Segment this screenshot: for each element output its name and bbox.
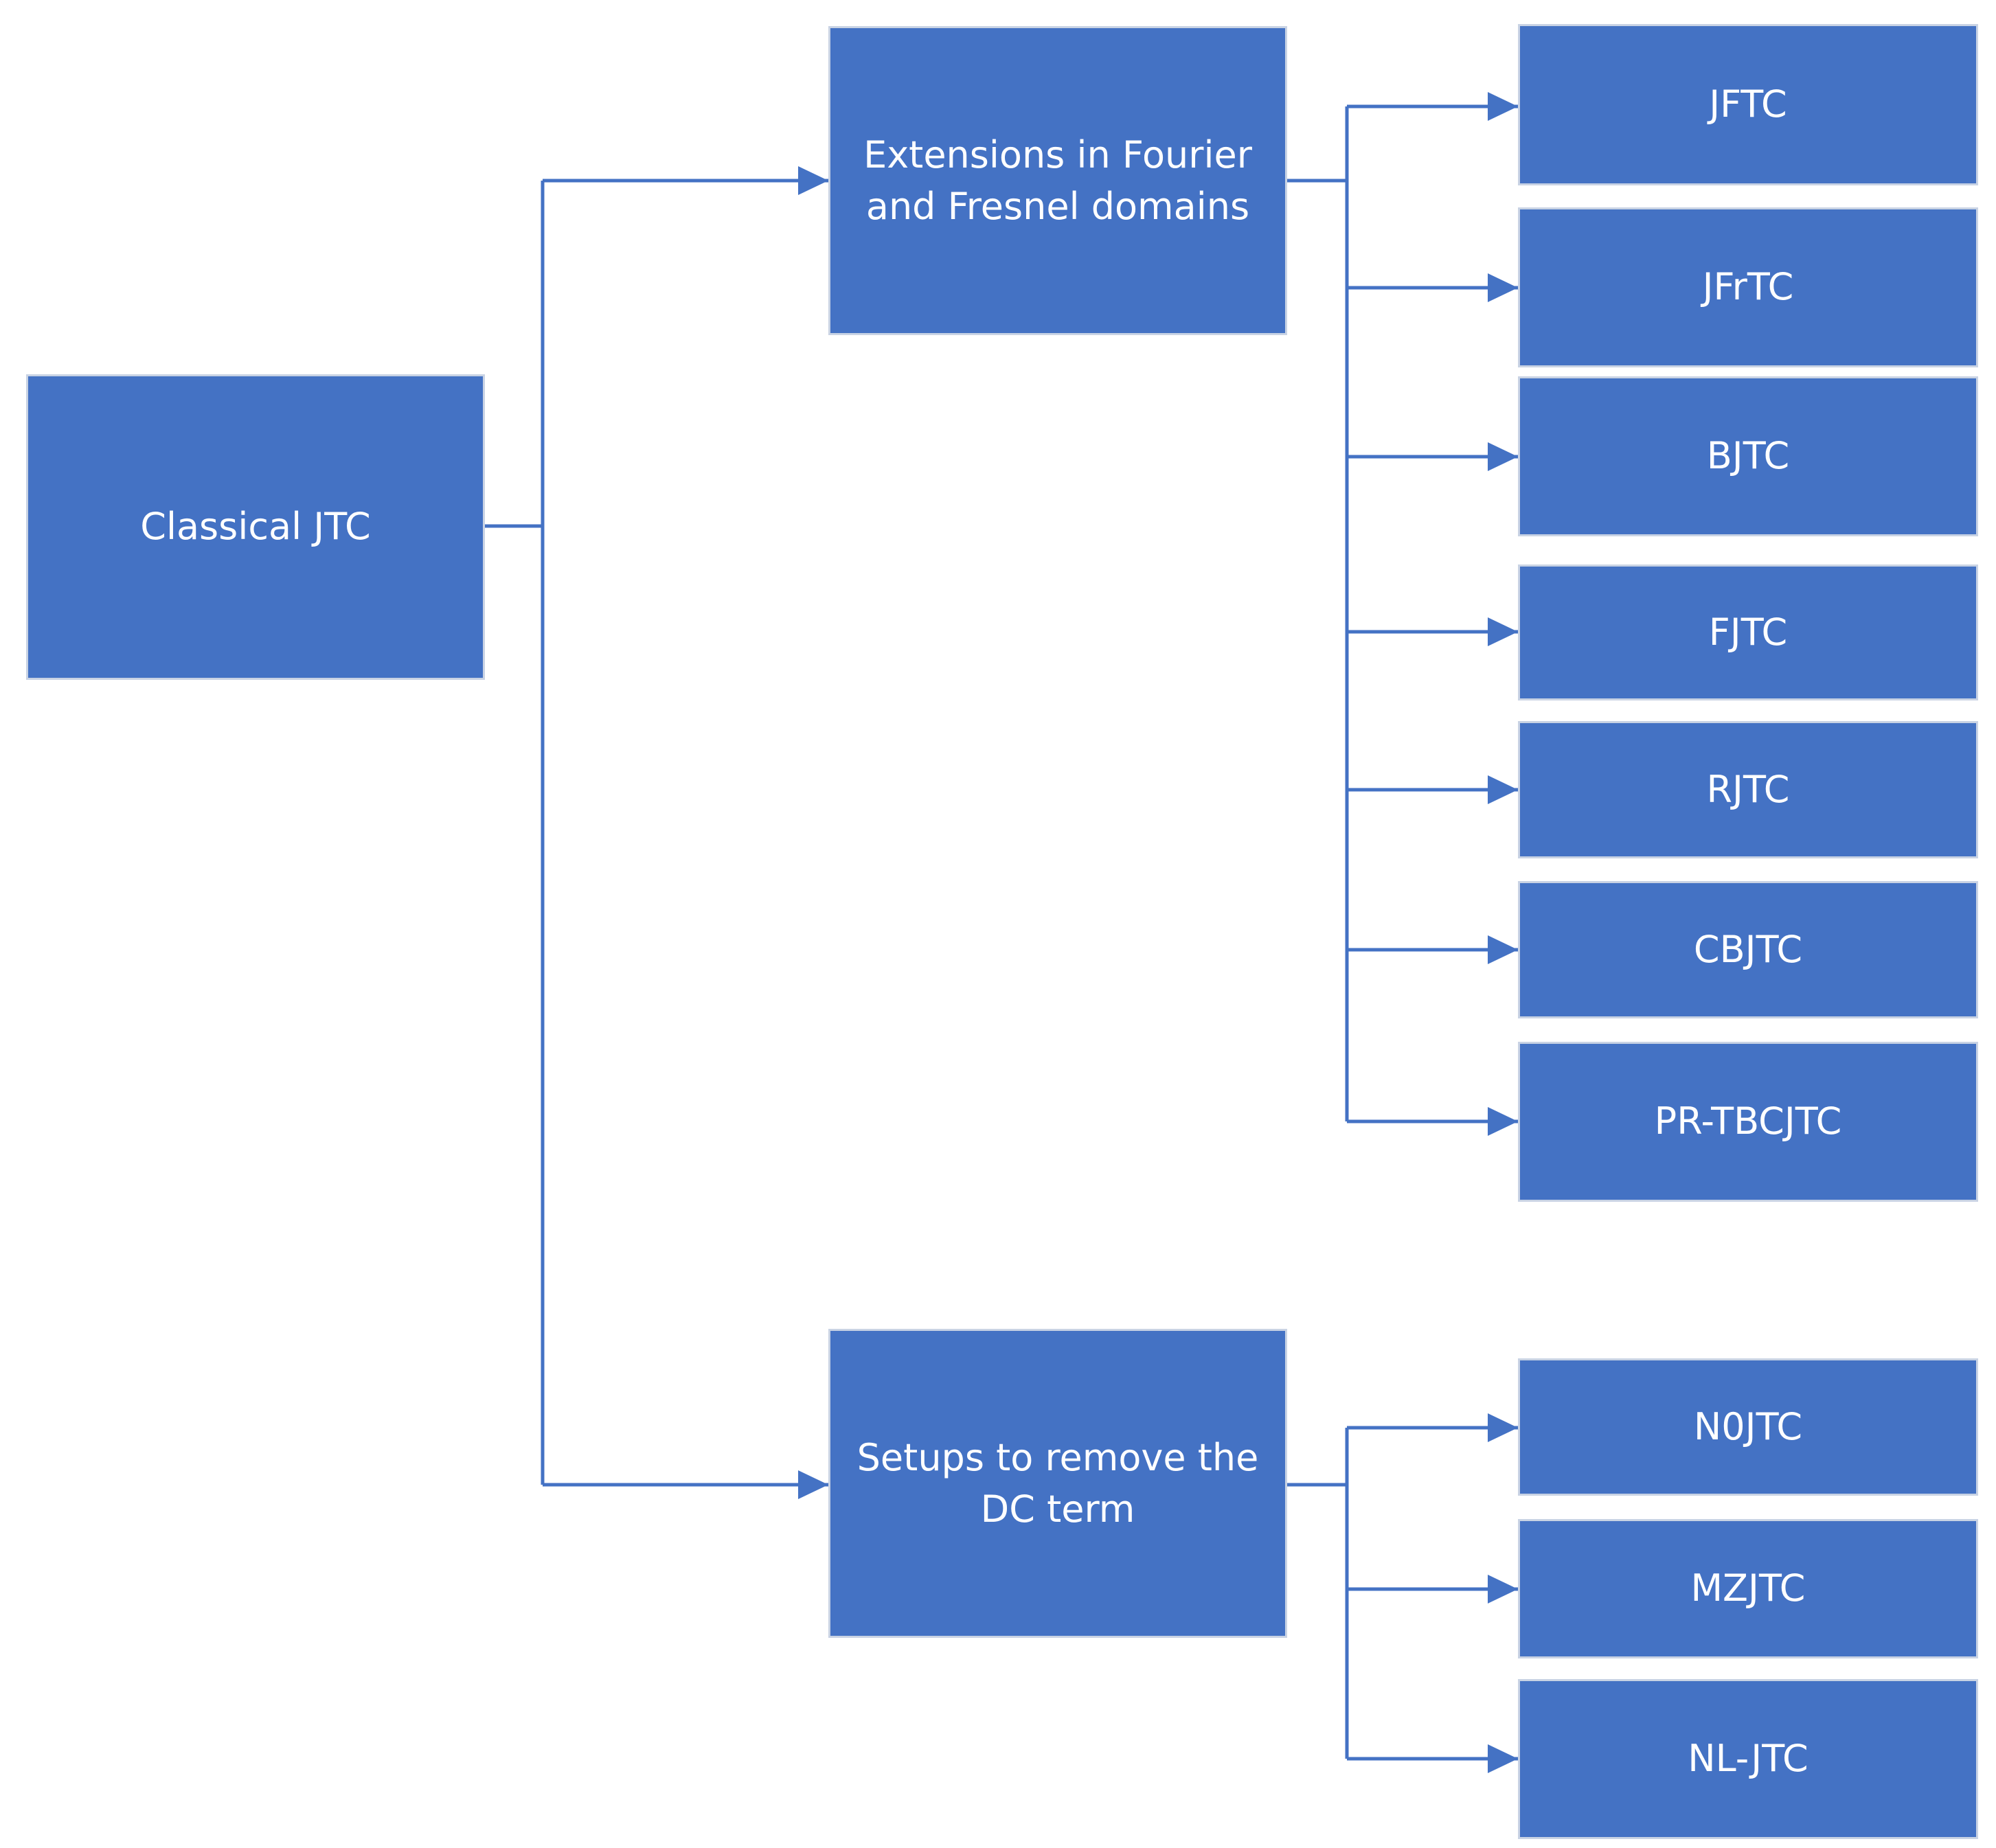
- jfrtc-box: JFrTC: [1518, 207, 1978, 367]
- classical-jtc-label: Classical JTC: [140, 505, 371, 549]
- n0jtc-box: N0JTC: [1518, 1358, 1978, 1496]
- jftc-box: JFTC: [1518, 24, 1978, 185]
- fjtc-label: FJTC: [1708, 610, 1788, 654]
- extensions-label: Extensions in Fourier and Fresnel domain…: [863, 133, 1252, 228]
- setups-box: Setups to remove the DC term: [828, 1329, 1287, 1638]
- jftc-label: JFTC: [1709, 82, 1787, 126]
- pr-tbcjtc-box: PR-TBCJTC: [1518, 1042, 1978, 1202]
- mzjtc-label: MZJTC: [1690, 1566, 1806, 1610]
- fjtc-box: FJTC: [1518, 564, 1978, 700]
- cbjtc-label: CBJTC: [1693, 927, 1803, 971]
- bjtc-box: BJTC: [1518, 376, 1978, 536]
- setups-label: Setups to remove the DC term: [857, 1436, 1259, 1531]
- jfrtc-label: JFrTC: [1702, 265, 1794, 309]
- rjtc-box: RJTC: [1518, 721, 1978, 858]
- pr-tbcjtc-label: PR-TBCJTC: [1654, 1099, 1842, 1143]
- classical-jtc-box: Classical JTC: [26, 374, 485, 680]
- n0jtc-label: N0JTC: [1693, 1404, 1803, 1448]
- bjtc-label: BJTC: [1706, 434, 1790, 478]
- nl-jtc-box: NL-JTC: [1518, 1679, 1978, 1839]
- rjtc-label: RJTC: [1706, 767, 1790, 811]
- nl-jtc-label: NL-JTC: [1688, 1737, 1808, 1781]
- cbjtc-box: CBJTC: [1518, 881, 1978, 1018]
- extensions-box: Extensions in Fourier and Fresnel domain…: [828, 26, 1287, 335]
- mzjtc-box: MZJTC: [1518, 1519, 1978, 1658]
